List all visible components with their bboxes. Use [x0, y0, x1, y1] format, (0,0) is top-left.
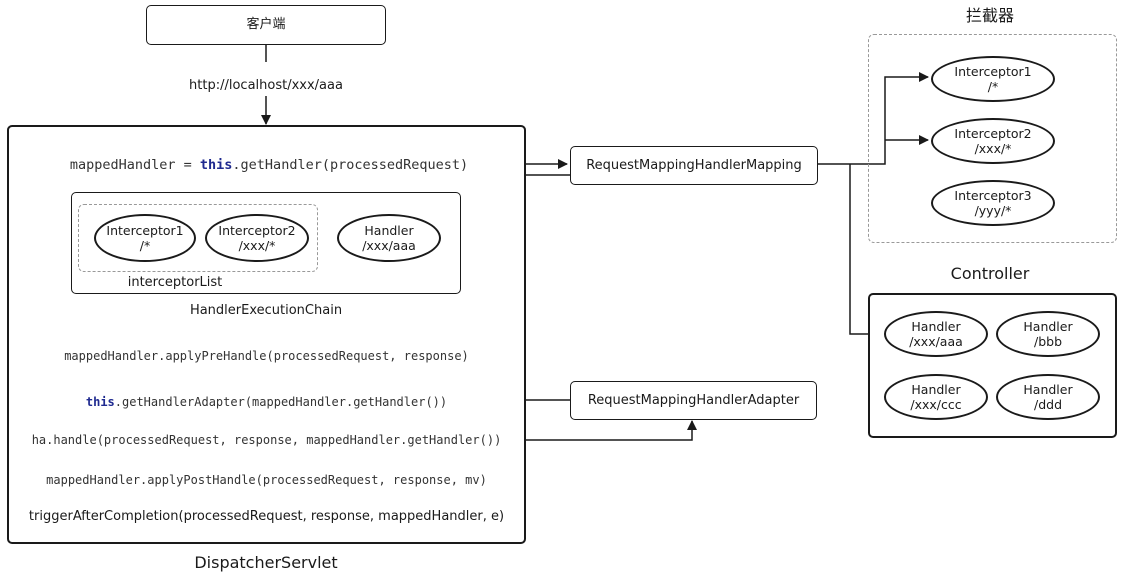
- interceptor-1: Interceptor1 /*: [931, 56, 1055, 102]
- interceptor-2-path: /xxx/*: [974, 141, 1012, 156]
- apply-pre-handle-line: mappedHandler.applyPreHandle(processedRe…: [64, 349, 469, 363]
- chain-interceptor-2-path: /xxx/*: [238, 238, 276, 253]
- interceptor-list-label: interceptorList: [127, 275, 223, 290]
- controller-handler-4-path: /ddd: [1033, 397, 1062, 412]
- get-handler-rest: .getHandler(processedRequest): [232, 157, 469, 173]
- controller-handler-4-name: Handler: [1023, 382, 1073, 397]
- controller-handler-1-path: /xxx/aaa: [909, 334, 963, 349]
- client-label: 客户端: [246, 17, 286, 32]
- arrow-mapping-to-interceptor1: [818, 72, 929, 165]
- arrow-hahandle-to-adapter: [524, 420, 697, 441]
- interceptors-group-title: 拦截器: [965, 6, 1014, 25]
- interceptor-3: Interceptor3 /yyy/*: [931, 180, 1055, 226]
- controller-handler-4: Handler /ddd: [996, 374, 1100, 420]
- handler-adapter-label: RequestMappingHandlerAdapter: [587, 393, 800, 408]
- controller-handler-2-path: /bbb: [1033, 334, 1062, 349]
- interceptor-1-path: /*: [987, 79, 999, 94]
- chain-handler-path: /xxx/aaa: [362, 238, 416, 253]
- controller-handler-1-name: Handler: [911, 319, 961, 334]
- chain-interceptor-2: Interceptor2 /xxx/*: [205, 214, 309, 262]
- handler-mapping-box: [570, 146, 818, 185]
- chain-interceptor-2-name: Interceptor2: [218, 223, 296, 238]
- interceptor-3-path: /yyy/*: [974, 203, 1012, 218]
- get-handler-line: mappedHandler = this.getHandler(processe…: [40, 156, 498, 174]
- get-handler-adapter-line: this.getHandlerAdapter(mappedHandler.get…: [12, 394, 521, 410]
- controller-handler-2: Handler /bbb: [996, 311, 1100, 357]
- dispatcher-servlet-title: DispatcherServlet: [194, 553, 338, 572]
- controller-title: Controller: [950, 264, 1030, 283]
- interceptor-2-name: Interceptor2: [954, 126, 1032, 141]
- ha-handle-line: ha.handle(processedRequest, response, ma…: [31, 433, 502, 447]
- interceptor-3-name: Interceptor3: [954, 188, 1032, 203]
- client-box: [146, 5, 386, 45]
- interceptor-2: Interceptor2 /xxx/*: [931, 118, 1055, 164]
- get-handler-prefix: mappedHandler =: [69, 157, 200, 173]
- chain-handler: Handler /xxx/aaa: [337, 214, 441, 262]
- controller-handler-3-name: Handler: [911, 382, 961, 397]
- controller-handler-3: Handler /xxx/ccc: [884, 374, 988, 420]
- controller-handler-2-name: Handler: [1023, 319, 1073, 334]
- controller-handler-1: Handler /xxx/aaa: [884, 311, 988, 357]
- handler-mapping-label: RequestMappingHandlerMapping: [586, 158, 802, 173]
- get-handler-adapter-rest: .getHandlerAdapter(mappedHandler.getHand…: [114, 395, 448, 409]
- chain-handler-name: Handler: [364, 223, 414, 238]
- interceptors-group: [868, 34, 1117, 243]
- chain-interceptor-1: Interceptor1 /*: [94, 214, 196, 262]
- handler-execution-chain-title: HandlerExecutionChain: [189, 303, 343, 318]
- apply-post-handle-line: mappedHandler.applyPostHandle(processedR…: [46, 473, 487, 487]
- interceptor-1-name: Interceptor1: [954, 64, 1032, 79]
- handler-adapter-box: [570, 381, 817, 420]
- request-url: http://localhost/xxx/aaa: [189, 78, 343, 93]
- controller-handler-3-path: /xxx/ccc: [910, 397, 962, 412]
- chain-interceptor-1-path: /*: [139, 238, 151, 253]
- get-handler-keyword: this: [199, 157, 233, 173]
- interceptor-list-group: [78, 204, 318, 272]
- chain-interceptor-1-name: Interceptor1: [106, 223, 184, 238]
- trigger-after-completion-line: triggerAfterCompletion(processedRequest,…: [28, 509, 505, 524]
- get-handler-adapter-keyword: this: [85, 395, 115, 409]
